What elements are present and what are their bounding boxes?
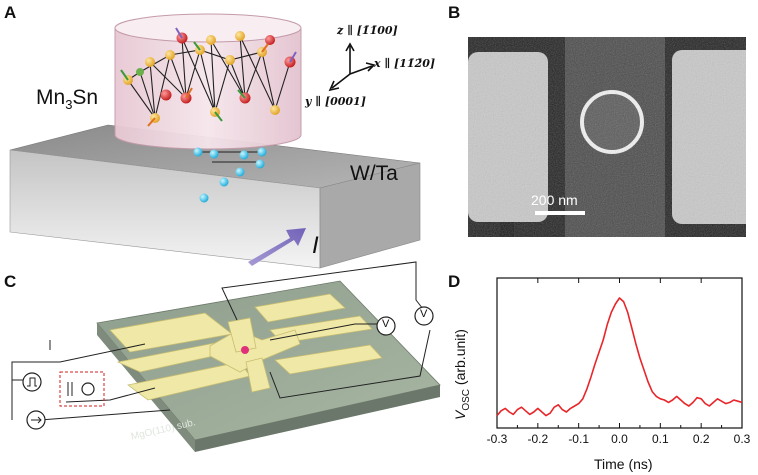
label-current: I [312, 232, 319, 259]
panel-d-letter: D [448, 272, 461, 291]
x-tick-label: -0.3 [487, 432, 508, 446]
instruments [22, 306, 434, 430]
x-tick-label: -0.1 [568, 432, 589, 446]
voltmeter-1-label: V [382, 318, 390, 330]
electrode-pads [109, 293, 383, 401]
label-wta: W/Ta [350, 162, 398, 185]
spin-atoms [120, 27, 297, 127]
mn3sn-cylinder [114, 13, 302, 150]
label-mn3sn: Mn3Sn [36, 86, 99, 113]
plot-frame [496, 277, 743, 429]
panel-c-letter: C [4, 272, 17, 291]
circuit-wires [11, 261, 431, 421]
axis-y-label: y ∥ [0001] [305, 95, 366, 108]
x-tick-label: -0.2 [527, 432, 548, 446]
device-center-dot [241, 346, 249, 354]
panel-a-letter: A [4, 3, 17, 22]
axis-x-label: x ∥ [11̄2̄0] [374, 57, 436, 70]
x-tick-label: 0.0 [611, 432, 628, 446]
instrument-glyphs [27, 377, 73, 424]
x-tick-label: 0.1 [652, 432, 669, 446]
x-tick-label: 0.3 [734, 432, 751, 446]
scale-bar [535, 211, 585, 215]
y-axis-label: VOSC (arb.unit) [452, 329, 472, 420]
voltmeter-2-label: V [420, 308, 428, 320]
wta-slab [9, 124, 421, 269]
series-line [496, 297, 743, 417]
x-axis-label: Time (ns) [594, 456, 653, 472]
inductor-icon [81, 382, 95, 396]
voltmeter-1-icon [376, 316, 396, 336]
x-tick-label: 0.2 [693, 432, 710, 446]
voltmeter-2-icon [414, 306, 434, 326]
scale-bar-label: 200 nm [531, 192, 578, 208]
panel-b-letter: B [448, 3, 461, 22]
axes-triad [328, 42, 376, 92]
spin-current-balls [193, 147, 267, 203]
axis-z-label: z ∥ [1̄1̄00] [337, 24, 398, 37]
current-arrow [248, 228, 306, 266]
